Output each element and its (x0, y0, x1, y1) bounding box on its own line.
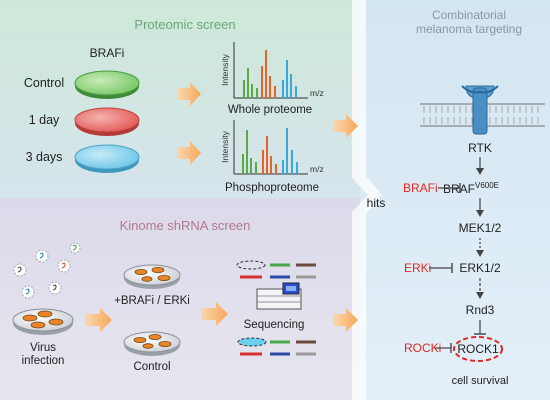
control-label: Control (133, 361, 170, 373)
dish-label-control: Control (24, 76, 64, 90)
brafi-inhibitor-label: BRAFi (403, 181, 438, 195)
virus-particles (13, 242, 81, 299)
rnd3-label: Rnd3 (466, 303, 495, 317)
dish-label-3days: 3 days (26, 150, 63, 164)
rocki-inhibitor-label: ROCKi (404, 341, 441, 355)
braf-label: BRAFV600E (443, 181, 499, 196)
arrow-kinome-to-targeting (333, 308, 358, 332)
treated-dish (123, 264, 181, 289)
dish-3days (74, 144, 140, 173)
spectrum-phosphoproteome: Intensity m/z Phosphoproteome (220, 120, 324, 194)
arrow-to-whole-proteome (177, 82, 201, 106)
dish-control (74, 70, 140, 99)
mek-label: MEK1/2 (459, 221, 502, 235)
rnd3-inhibits-rock1 (474, 320, 486, 335)
erk-label: ERK1/2 (459, 261, 501, 275)
control-dish (123, 331, 181, 356)
whole-proteome-label: Whole proteome (228, 104, 312, 116)
whole-proteome-y-axis: Intensity (220, 53, 230, 85)
spectrum-whole-proteome: Intensity m/z Whole proteome (220, 42, 324, 116)
arrow-to-sequencing (201, 302, 228, 326)
arrow-virus-to-treatment (85, 308, 112, 332)
erki-inhibitor-label: ERKi (404, 261, 431, 275)
rock1-highlight-ring (453, 336, 503, 362)
dish-1day (74, 107, 140, 136)
barcodes-top (236, 260, 316, 279)
brafi-inhibition-bar (438, 183, 461, 193)
arrowhead-rtk-braf (476, 168, 484, 175)
phosphoproteome-x-axis: m/z (310, 164, 324, 174)
brafi-treatment-label: BRAFi (90, 46, 125, 60)
arrowhead-braf-mek (476, 210, 484, 217)
sequencer-machine (256, 282, 302, 310)
phosphoproteome-label: Phosphoproteome (225, 182, 319, 194)
erki-inhibition-bar (429, 263, 453, 273)
panel-divider (352, 0, 382, 400)
phosphoproteome-y-axis: Intensity (220, 130, 230, 162)
whole-proteome-x-axis: m/z (310, 88, 324, 98)
arrow-to-phosphoproteome (177, 141, 201, 165)
dish-label-1day: 1 day (29, 113, 60, 127)
rock1-label: ROCK1 (457, 342, 499, 356)
barcodes-bottom (237, 337, 316, 356)
kinome-title: Kinome shRNA screen (120, 218, 251, 233)
sequencing-label: Sequencing (244, 319, 305, 331)
arrow-proteomic-to-targeting (333, 114, 358, 138)
virus-infection-dish (12, 308, 74, 335)
treated-label: +BRAFi / ERKi (114, 295, 190, 307)
cell-survival-label: cell survival (452, 375, 509, 387)
rtk-label: RTK (468, 141, 492, 155)
rtk-receptor-icon (461, 85, 499, 135)
rocki-inhibition-bar (435, 343, 452, 353)
arrowhead-erk-rnd3 (476, 292, 484, 299)
combinatorial-panel (360, 0, 550, 400)
hits-label: hits (367, 196, 386, 210)
proteomic-title: Proteomic screen (134, 17, 235, 32)
arrowhead-mek-erk (476, 250, 484, 257)
